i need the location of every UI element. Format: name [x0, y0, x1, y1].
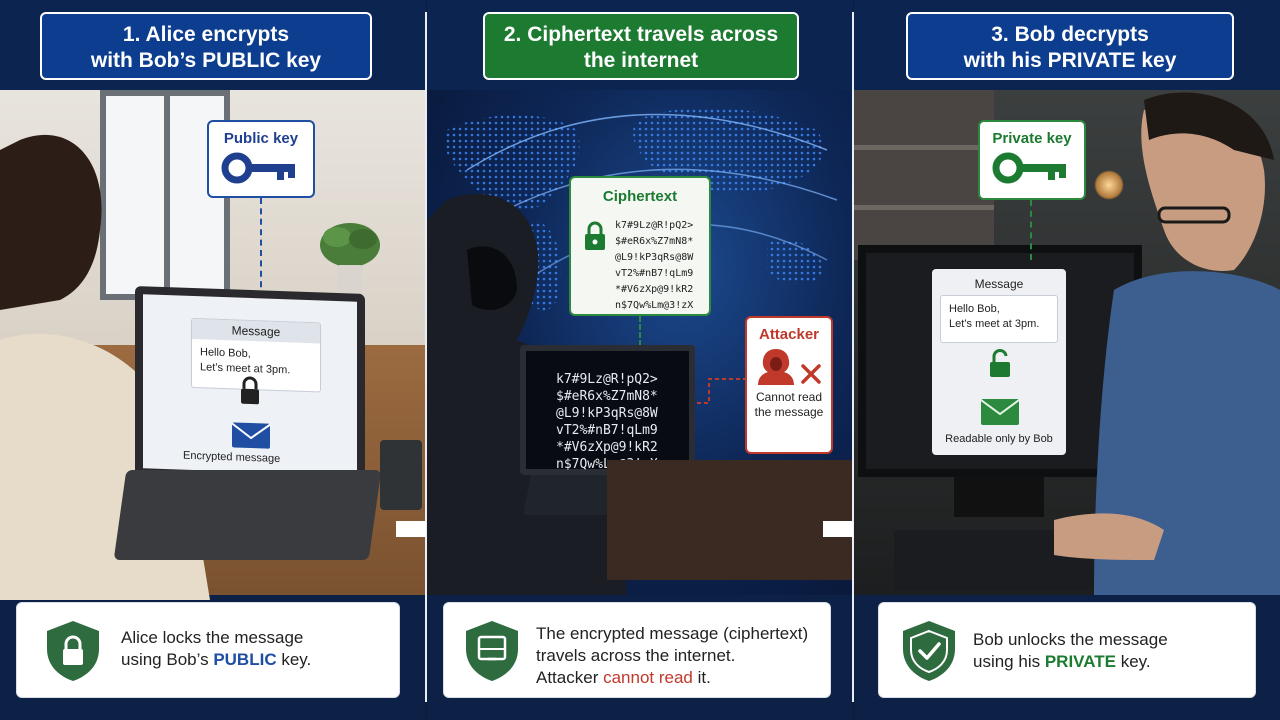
- readable-only-label: Readable only by Bob: [945, 433, 1053, 445]
- ciphertext-title: Ciphertext: [602, 188, 678, 205]
- bookshelf: [854, 90, 994, 260]
- panel-title: 2. Ciphertext travels across the interne…: [483, 12, 799, 80]
- title-line-2: the internet: [583, 49, 699, 72]
- panel-bob-decrypts: 3. Bob decrypts with his PRIVATE key Mes…: [854, 0, 1280, 720]
- caption-line-2: using Bob’s PUBLIC key.: [121, 650, 312, 669]
- envelope-icon: [980, 399, 1020, 425]
- dashed-connector: [1030, 200, 1032, 260]
- ciphertext-card: Ciphertext k7#9Lz@R!pQ2> $#eR6x%Z7mN8* @…: [569, 176, 711, 316]
- alice-scene: Public key Message Hello Bob, Let’s meet…: [0, 90, 426, 600]
- padlock-closed-icon: [241, 376, 259, 405]
- key-icon: [992, 152, 1066, 184]
- caption-line-1: Alice locks the message: [121, 628, 304, 647]
- bob-person: [1054, 92, 1280, 595]
- caption-line-2: travels across the internet.: [536, 646, 736, 665]
- panel-divider: [425, 12, 427, 702]
- panel-divider: [852, 12, 854, 702]
- message-header: Message: [974, 277, 1024, 291]
- title-line-2: with his PRIVATE key: [963, 49, 1177, 72]
- public-key-label: Public key: [223, 130, 299, 147]
- panel-title: 3. Bob decrypts with his PRIVATE key: [906, 12, 1234, 80]
- message-body: Hello Bob, Let’s meet at 3pm.: [940, 295, 1058, 343]
- caption-card: The encrypted message (ciphertext) trave…: [443, 602, 831, 698]
- padlock-open-icon: [990, 349, 1010, 377]
- lamp-light: [1094, 170, 1124, 200]
- alice-laptop-screen: Message Hello Bob, Let’s meet at 3pm. En…: [135, 285, 365, 485]
- caption-text: Alice locks the message using Bob’s PUBL…: [121, 627, 311, 671]
- envelope-lock-icon: [231, 422, 271, 449]
- desk: [607, 460, 853, 580]
- attacker-line-1: Cannot read: [755, 390, 823, 404]
- bob-scene: Message Hello Bob, Let’s meet at 3pm. Re…: [854, 90, 1280, 595]
- dashed-connector: [639, 316, 641, 346]
- title-bar: 2. Ciphertext travels across the interne…: [427, 0, 853, 90]
- panel-ciphertext-travels: 2. Ciphertext travels across the interne…: [427, 0, 853, 720]
- padlock-closed-icon: [585, 221, 605, 250]
- message-line-2: Let’s meet at 3pm.: [949, 318, 1040, 330]
- plant-decoration: [320, 223, 380, 293]
- private-key-label: Private key: [992, 130, 1072, 147]
- bob-monitor: Message Hello Bob, Let’s meet at 3pm. Re…: [858, 245, 1142, 477]
- caption-line-1: The encrypted message (ciphertext): [536, 624, 809, 643]
- public-key-card: Public key: [207, 120, 315, 198]
- attacker-terminal: k7#9Lz@R!pQ2> $#eR6x%Z7mN8* @L9!kP3qRs@8…: [520, 345, 695, 475]
- monitor-stand: [954, 477, 1044, 517]
- title-line-2: with Bob’s PUBLIC key: [90, 49, 322, 72]
- caption-card: Alice locks the message using Bob’s PUBL…: [16, 602, 400, 698]
- caption-text: The encrypted message (ciphertext) trave…: [536, 623, 808, 689]
- caption-card: Bob unlocks the message using his PRIVAT…: [878, 602, 1256, 698]
- shield-check-icon: [903, 621, 955, 681]
- title-line-1: 2. Ciphertext travels across: [503, 23, 779, 46]
- laptop-keyboard: [113, 470, 382, 560]
- red-x-icon: [801, 364, 821, 384]
- decrypted-message-panel: Message Hello Bob, Let’s meet at 3pm. Re…: [932, 269, 1066, 455]
- ciphertext-lines: k7#9Lz@R!pQ2> $#eR6x%Z7mN8* @L9!kP3qRs@8…: [615, 220, 694, 311]
- hooded-attacker-icon: [757, 349, 794, 385]
- attacker-link: [697, 378, 745, 404]
- caption-text: Bob unlocks the message using his PRIVAT…: [973, 629, 1168, 673]
- key-icon: [221, 152, 295, 184]
- attacker-card: Attacker Cannot read the message: [745, 316, 833, 454]
- private-key-card: Private key: [978, 120, 1086, 200]
- arrow-right-icon: [823, 521, 853, 537]
- panel-title: 1. Alice encrypts with Bob’s PUBLIC key: [40, 12, 372, 80]
- caption-line-3: Attacker cannot read it.: [536, 668, 711, 687]
- caption-line-2: using his PRIVATE key.: [973, 652, 1151, 671]
- internet-scene: Ciphertext k7#9Lz@R!pQ2> $#eR6x%Z7mN8* @…: [427, 90, 853, 595]
- coffee-mug: [380, 440, 422, 510]
- caption-line-1: Bob unlocks the message: [973, 630, 1168, 649]
- terminal-ciphertext: k7#9Lz@R!pQ2> $#eR6x%Z7mN8* @L9!kP3qRs@8…: [556, 372, 658, 472]
- title-bar: 1. Alice encrypts with Bob’s PUBLIC key: [0, 0, 426, 90]
- attacker-title: Attacker: [758, 326, 820, 343]
- dashed-connector: [260, 198, 262, 308]
- encrypted-message-label: Encrypted message: [183, 449, 281, 466]
- title-line-1: 1. Alice encrypts: [122, 23, 290, 46]
- message-line-1: Hello Bob,: [949, 303, 1000, 315]
- title-bar: 3. Bob decrypts with his PRIVATE key: [854, 0, 1280, 90]
- arrow-right-icon: [396, 521, 426, 537]
- panel-alice-encrypts: 1. Alice encrypts with Bob’s PUBLIC key …: [0, 0, 426, 720]
- title-line-1: 3. Bob decrypts: [991, 23, 1149, 46]
- attacker-line-2: the message: [754, 405, 824, 419]
- shield-terminal-icon: [466, 621, 518, 681]
- shield-lock-icon: [47, 621, 99, 681]
